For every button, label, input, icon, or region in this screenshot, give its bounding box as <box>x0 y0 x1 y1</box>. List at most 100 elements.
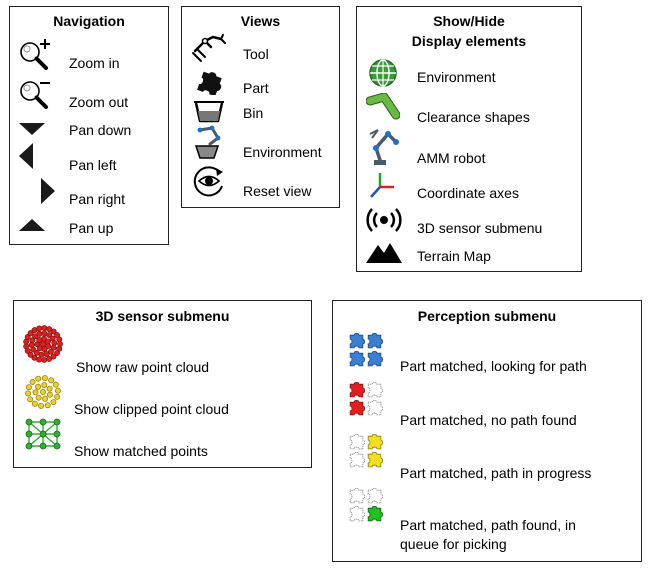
point-dot <box>42 395 48 402</box>
sensor-submenu-panel: 3D sensor submenu Show raw point cloud S… <box>13 300 312 468</box>
environment-label: Environment <box>417 69 496 85</box>
path-found-label-line1: Part matched, path found, in <box>400 517 576 533</box>
path-in-progress-label: Part matched, path in progress <box>400 465 592 481</box>
raw-point-cloud-label: Show raw point cloud <box>76 359 210 375</box>
point-dot <box>51 340 58 346</box>
point-dot <box>50 344 57 351</box>
reset-view-label: Reset view <box>243 183 312 199</box>
axes-icon[interactable] <box>368 171 396 199</box>
clipped-point-cloud-icon[interactable] <box>25 375 61 409</box>
path-found-label-line2: queue for picking <box>400 536 507 552</box>
pan-right-icon[interactable] <box>41 178 57 204</box>
views-panel: Views Tool Part Bin Environment Reset vi… <box>181 6 340 208</box>
gripper-tool-icon[interactable] <box>191 33 227 63</box>
point-dot <box>44 402 51 409</box>
robot-bin-environment-icon[interactable] <box>192 124 226 160</box>
zoom-out-label: Zoom out <box>69 94 129 110</box>
point-dot <box>48 377 55 384</box>
point-dot <box>41 357 48 363</box>
point-dot <box>54 393 61 400</box>
puzzle-red-icon[interactable] <box>347 381 385 419</box>
point-dot <box>52 381 59 388</box>
views-title: Views <box>240 13 281 29</box>
pan-up-label: Pan up <box>69 220 114 236</box>
point-dot <box>46 385 53 392</box>
navigation-panel: Navigation Zoom in Zoom out Pan down Pan… <box>9 6 169 245</box>
point-dot <box>41 346 48 353</box>
pan-left-icon[interactable] <box>19 143 35 169</box>
point-dot <box>28 342 35 348</box>
point-dot <box>54 387 61 394</box>
bin-icon[interactable] <box>194 99 224 123</box>
globe-icon[interactable] <box>368 58 398 88</box>
navigation-title: Navigation <box>53 13 125 29</box>
tool-label: Tool <box>243 46 269 62</box>
part-label: Part <box>243 80 269 96</box>
point-dot <box>47 348 54 355</box>
bin-label: Bin <box>243 105 264 121</box>
matched-points-icon[interactable] <box>25 416 61 452</box>
point-dot <box>32 333 39 340</box>
pan-left-label: Pan left <box>69 157 117 173</box>
point-dot <box>29 337 36 344</box>
puzzle-blue-icon[interactable] <box>347 332 385 370</box>
point-dot <box>41 382 48 389</box>
point-dot <box>54 350 60 357</box>
show-hide-title-line1: Show/Hide <box>433 13 505 29</box>
point-dot <box>46 326 53 333</box>
clearance-shapes-label: Clearance shapes <box>417 109 530 125</box>
zoom-in-icon[interactable] <box>16 38 58 74</box>
sensor-submenu-label: 3D sensor submenu <box>417 220 543 236</box>
robot-arm-icon[interactable] <box>366 128 402 166</box>
clipped-point-cloud-label: Show clipped point cloud <box>74 401 229 417</box>
terrain-map-label: Terrain Map <box>417 248 491 264</box>
matched-points-label: Show matched points <box>74 443 208 459</box>
point-dot <box>40 389 46 395</box>
perception-submenu-title: Perception submenu <box>417 308 557 324</box>
point-dot <box>35 394 42 401</box>
point-dot <box>56 336 63 343</box>
mountain-icon[interactable] <box>366 239 402 263</box>
point-dot <box>35 383 41 390</box>
point-dot <box>27 396 34 403</box>
point-dot <box>46 391 53 398</box>
eye-reset-icon[interactable] <box>192 164 226 198</box>
show-hide-title-line2: Display elements <box>411 33 527 49</box>
sensor-submenu-title: 3D sensor submenu <box>95 308 230 324</box>
point-dot <box>27 351 34 358</box>
pan-up-icon[interactable] <box>19 219 45 233</box>
amm-robot-label: AMM robot <box>417 150 486 166</box>
point-dot <box>31 400 38 407</box>
point-dot <box>41 375 48 382</box>
clearance-arm-icon[interactable] <box>366 93 400 123</box>
point-dot <box>36 325 43 332</box>
pan-down-icon[interactable] <box>19 123 45 137</box>
point-dot <box>43 351 50 358</box>
point-dot <box>36 337 43 343</box>
sensor-broadcast-icon[interactable] <box>366 206 402 234</box>
point-dot <box>41 325 48 331</box>
no-path-found-label: Part matched, no path found <box>400 412 577 428</box>
point-dot <box>35 375 42 382</box>
point-dot <box>25 384 32 391</box>
pan-right-label: Pan right <box>69 191 126 207</box>
puzzle-part-icon[interactable] <box>194 67 222 95</box>
point-dot <box>45 338 51 345</box>
point-dot <box>38 402 45 409</box>
perception-submenu-panel: Perception submenu Part matched, looking… <box>332 300 642 562</box>
point-dot <box>50 353 57 360</box>
point-dot <box>25 390 32 397</box>
point-dot <box>24 334 31 340</box>
environment-view-label: Environment <box>243 144 322 160</box>
pan-down-label: Pan down <box>69 122 132 138</box>
point-dot <box>50 328 57 335</box>
show-hide-panel: Show/Hide Display elements Environment C… <box>356 6 582 272</box>
point-dot <box>36 330 43 337</box>
puzzle-green-icon[interactable] <box>347 487 385 525</box>
point-dot <box>27 330 34 337</box>
point-dot <box>32 389 39 396</box>
point-dot <box>46 332 53 339</box>
puzzle-yellow-icon[interactable] <box>347 433 385 471</box>
zoom-out-icon[interactable] <box>16 77 58 113</box>
raw-point-cloud-icon[interactable] <box>23 325 63 363</box>
